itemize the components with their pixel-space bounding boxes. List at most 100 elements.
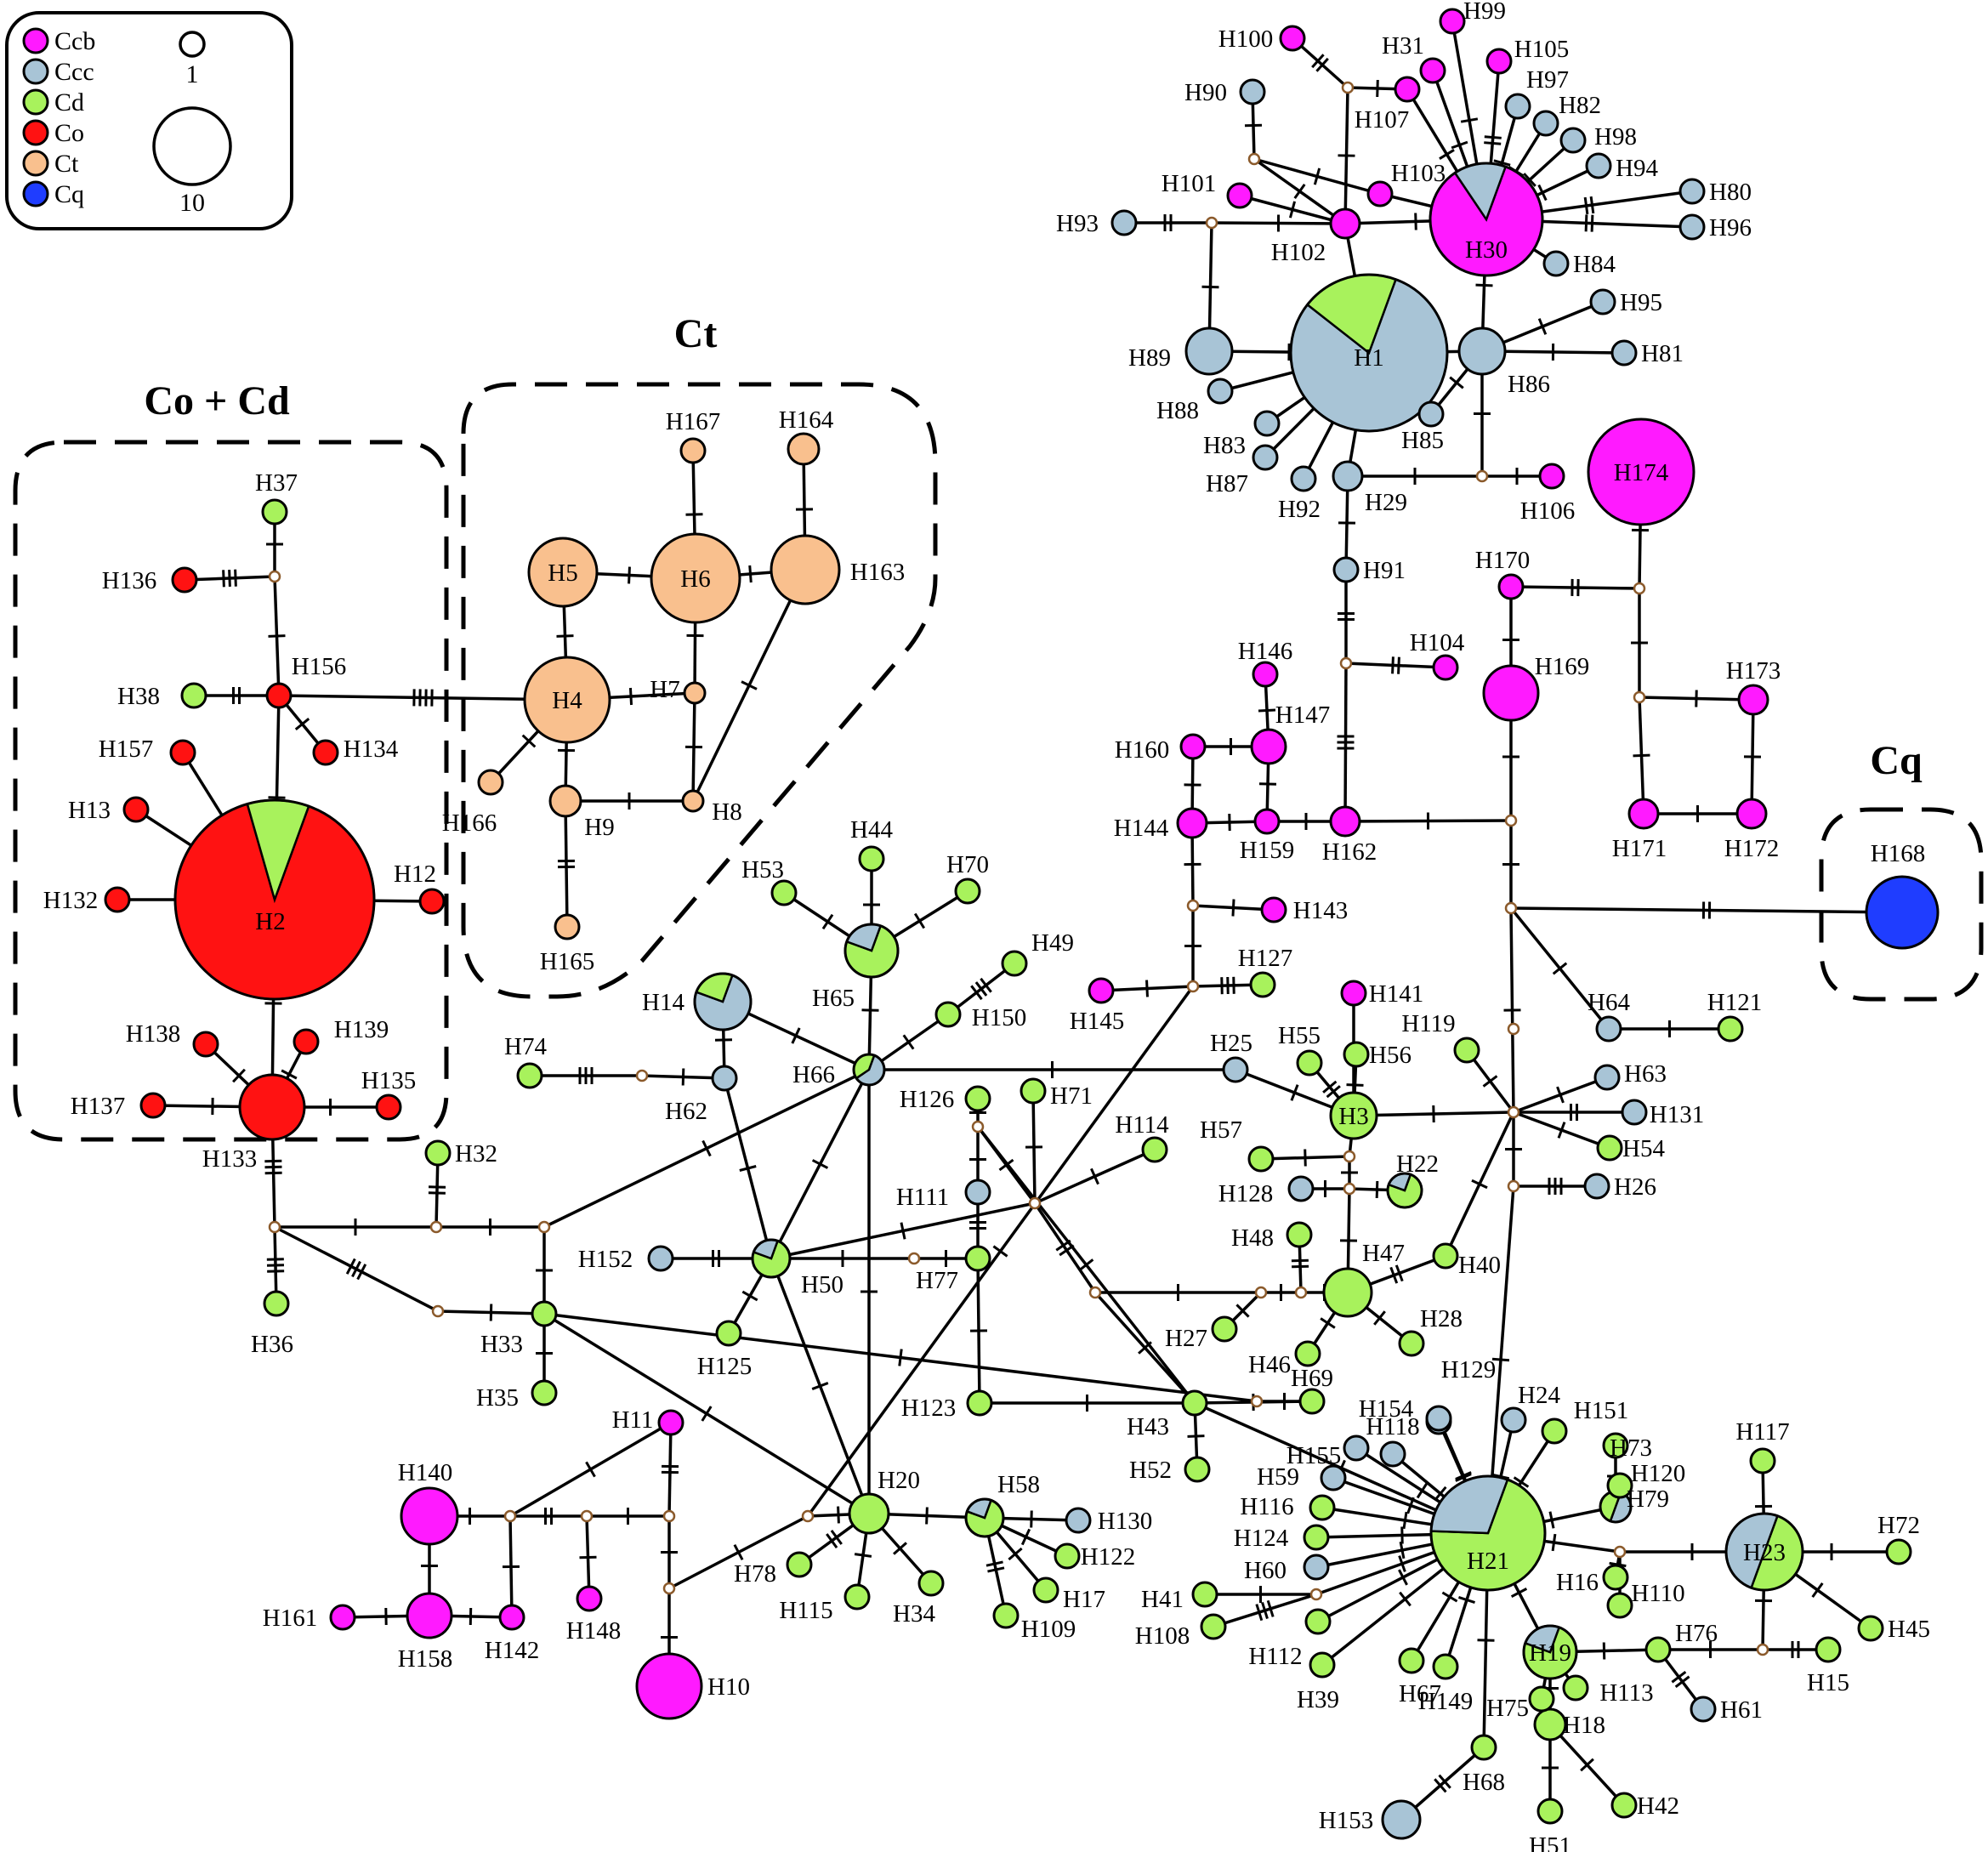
haplotype-h132 [104,886,131,913]
mutation-tick [1326,1085,1341,1099]
haplotype-h160 [1179,733,1207,760]
group-label-cq: Cq [1870,738,1923,783]
mutation-tick [1261,1602,1269,1619]
haplotype-h14 [693,972,753,1031]
mutation-tick [1398,1569,1408,1586]
label-h53: H53 [741,856,784,883]
label-h173: H173 [1726,657,1781,685]
mutation-tick [1258,708,1276,713]
label-h17: H17 [1063,1586,1105,1613]
haplotype-h149 [1432,1653,1459,1680]
haplotype-h88 [1207,378,1234,405]
label-h1: H1 [1354,344,1383,372]
label-h163: H163 [850,559,905,586]
mutation-tick [1811,1582,1824,1598]
legend-swatch-cd [22,88,49,116]
legend-swatch-co [22,119,49,146]
label-h82: H82 [1559,92,1601,119]
edge-m5-H104 [1345,662,1446,669]
mutation-tick [791,1027,801,1044]
haplotype-h22 [1386,1172,1423,1209]
haplotype-h41 [1191,1581,1218,1608]
haplotype-h53 [770,879,798,906]
mutation-tick [900,1222,906,1240]
haplotype-h138 [192,1031,219,1058]
group-label-ct: Ct [674,311,718,356]
haplotype-h92 [1290,465,1317,492]
label-h70: H70 [946,851,989,878]
label-h9: H9 [584,814,614,841]
haplotype-h9 [548,784,582,818]
label-h155: H155 [1287,1442,1341,1469]
label-h69: H69 [1291,1365,1333,1392]
mutation-tick [585,1461,596,1478]
haplotype-h130 [1065,1507,1092,1534]
median-vector-m15 [1507,1022,1520,1036]
mutation-tick [1471,1179,1488,1190]
label-h101: H101 [1162,170,1216,197]
haplotype-h121 [1717,1015,1744,1042]
median-vector-m6 [1633,582,1646,595]
haplotype-h169 [1482,664,1540,722]
label-h160: H160 [1115,736,1169,764]
mutation-tick [1557,1122,1566,1139]
haplotype-h59 [1320,1464,1347,1491]
mutation-tick [1414,213,1417,230]
haplotype-h72 [1885,1538,1912,1565]
label-h165: H165 [540,948,594,975]
haplotype-h24 [1500,1406,1527,1434]
haplotype-h115 [843,1583,871,1611]
label-h92: H92 [1278,496,1321,523]
label-h77: H77 [916,1267,958,1294]
haplotype-h52 [1184,1456,1211,1483]
label-h55: H55 [1278,1022,1321,1049]
label-h19: H19 [1529,1639,1571,1667]
haplotype-h28 [1398,1330,1425,1357]
haplotype-h143 [1260,896,1287,923]
mutation-tick [974,981,988,997]
haplotype-h67 [1398,1647,1425,1674]
mutation-tick [1244,123,1263,128]
haplotype-h11 [657,1409,684,1436]
mutation-tick [1633,753,1650,758]
haplotype-h81 [1610,339,1638,366]
label-h32: H32 [455,1140,497,1167]
mutation-tick [1304,1149,1307,1167]
label-h38: H38 [117,683,160,710]
mutation-tick [294,717,310,731]
median-vector-m32 [1756,1643,1769,1656]
haplotype-h128 [1287,1175,1315,1202]
haplotype-h124 [1303,1524,1330,1551]
haplotype-h136 [171,566,198,594]
legend-label-ccb: Ccb [54,27,95,55]
label-h110: H110 [1631,1580,1684,1607]
label-h111: H111 [896,1184,949,1211]
mutation-tick [1389,1266,1399,1284]
legend-swatch-cq [22,180,49,207]
mutation-tick [1187,1434,1205,1438]
label-h16: H16 [1556,1569,1599,1596]
label-h62: H62 [665,1098,707,1125]
mutation-tick [1346,1083,1364,1087]
label-h59: H59 [1257,1463,1299,1491]
haplotype-h77 [964,1245,991,1272]
label-h5: H5 [548,560,577,587]
haplotype-h107 [1394,76,1421,103]
haplotype-h147 [1250,728,1287,765]
label-h57: H57 [1200,1116,1242,1144]
haplotype-h168 [1865,875,1940,950]
label-h123: H123 [901,1395,956,1422]
haplotype-h148 [576,1585,603,1612]
label-h167: H167 [666,408,720,435]
label-h108: H108 [1135,1622,1190,1650]
haplotype-h65 [843,923,900,979]
mutation-tick [1671,1670,1687,1684]
haplotype-h97 [1504,93,1531,120]
label-h154: H154 [1359,1395,1414,1423]
label-h44: H44 [850,816,893,844]
haplotype-h66 [852,1053,886,1087]
label-h78: H78 [734,1560,776,1588]
haplotype-h38 [180,682,207,709]
median-vector-m28 [431,1304,445,1318]
legend-label-cd: Cd [54,88,84,116]
